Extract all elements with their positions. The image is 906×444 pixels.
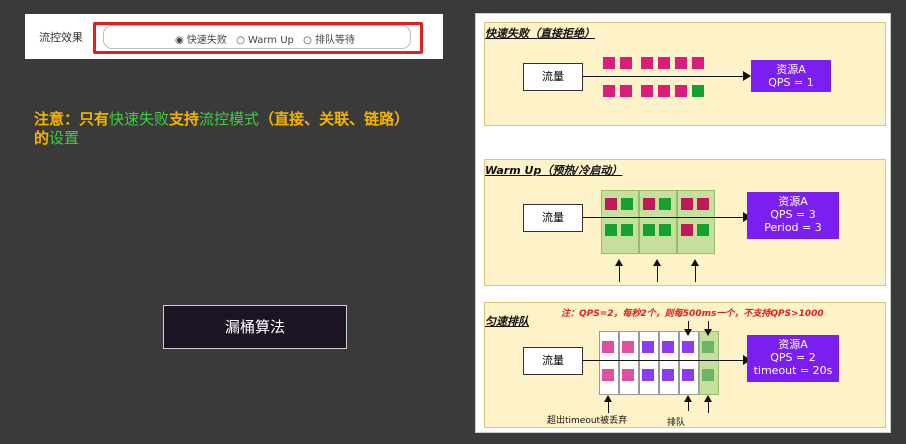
- request-square: [620, 57, 632, 69]
- radio-warm-up[interactable]: ○ Warm Up: [236, 35, 294, 46]
- passed-square: [605, 224, 617, 236]
- arrow-up-line: [608, 401, 609, 413]
- warm-up-title: Warm Up（预热/冷启动）: [485, 164, 623, 177]
- arrow-up-line: [688, 401, 689, 411]
- request-square: [622, 369, 634, 381]
- request-square: [675, 85, 687, 97]
- request-square: [605, 198, 617, 210]
- request-square: [603, 57, 615, 69]
- leaky-bucket-button[interactable]: 漏桶算法: [163, 305, 347, 349]
- fast-fail-title: 快速失败（直接拒绝）: [485, 27, 595, 40]
- arrow-up-icon: [604, 395, 612, 402]
- passed-square: [621, 224, 633, 236]
- arrow-line: [583, 360, 743, 361]
- flow-effect-label: 流控效果: [39, 31, 83, 44]
- queue-section: 匀速排队 注：QPS=2，每秒2个，则每500ms一个，不支持QPS>1000 …: [484, 302, 886, 428]
- arrow-down-icon: [684, 329, 692, 336]
- arrow-line: [583, 217, 743, 218]
- radio-queue[interactable]: ○ 排队等待: [303, 35, 355, 46]
- radio-fast-fail[interactable]: ◉ 快速失败: [175, 35, 227, 46]
- passed-square: [659, 198, 671, 210]
- request-square: [622, 341, 634, 353]
- passed-square: [643, 224, 655, 236]
- request-square: [641, 57, 653, 69]
- arrow-down-line: [708, 321, 709, 331]
- arrow-up-icon: [704, 395, 712, 402]
- request-square: [681, 198, 693, 210]
- request-square: [602, 369, 614, 381]
- radio-options: ◉ 快速失败 ○ Warm Up ○ 排队等待: [175, 31, 361, 46]
- passed-square: [659, 224, 671, 236]
- queued-square: [682, 341, 694, 353]
- request-square: [603, 85, 615, 97]
- request-square: [602, 341, 614, 353]
- queued-square: [662, 341, 674, 353]
- arrow-up-icon: [653, 259, 661, 266]
- passed-square: [702, 369, 714, 381]
- request-square: [681, 224, 693, 236]
- arrow-down-line: [688, 321, 689, 331]
- highlight-box: [93, 22, 423, 54]
- request-square: [643, 198, 655, 210]
- resource-box: 资源A QPS = 3 Period = 3: [747, 192, 839, 239]
- queued-square: [642, 341, 654, 353]
- request-square: [675, 57, 687, 69]
- request-square: [620, 85, 632, 97]
- arrow-up-line: [657, 265, 658, 282]
- arrow-down-icon: [704, 329, 712, 336]
- passed-square: [692, 85, 704, 97]
- arrow-up-line: [708, 401, 709, 413]
- resource-box: 资源A QPS = 2 timeout = 20s: [747, 335, 839, 382]
- arrow-head-icon: [743, 71, 751, 81]
- arrow-up-line: [619, 265, 620, 282]
- flow-control-diagram: 快速失败（直接拒绝） 流量 资源A QPS = 1 Warm Up（预热/冷启动…: [475, 13, 891, 433]
- arrow-up-icon: [615, 259, 623, 266]
- arrow-up-icon: [691, 259, 699, 266]
- arrow-up-line: [695, 265, 696, 282]
- queue-note: 注：QPS=2，每秒2个，则每500ms一个，不支持QPS>1000: [561, 309, 824, 319]
- radio-group: [103, 25, 411, 49]
- request-square: [658, 85, 670, 97]
- arrow-line: [583, 76, 743, 77]
- note-text: 注意：只有快速失败支持流控模式（直接、关联、链路）的设置: [34, 110, 402, 147]
- request-square: [697, 198, 709, 210]
- resource-box: 资源A QPS = 1: [751, 60, 831, 92]
- passed-square: [697, 224, 709, 236]
- request-square: [658, 57, 670, 69]
- passed-square: [621, 198, 633, 210]
- queued-square: [642, 369, 654, 381]
- queue-title: 匀速排队: [485, 315, 529, 328]
- queued-square: [682, 369, 694, 381]
- request-square: [641, 85, 653, 97]
- traffic-box: 流量: [523, 204, 583, 232]
- traffic-box: 流量: [523, 63, 583, 91]
- queued-square: [662, 369, 674, 381]
- flow-effect-setting: 流控效果 ◉ 快速失败 ○ Warm Up ○ 排队等待: [25, 14, 443, 59]
- traffic-box: 流量: [523, 347, 583, 375]
- fast-fail-section: 快速失败（直接拒绝） 流量 资源A QPS = 1: [484, 22, 886, 126]
- queue-caption: 排队: [667, 418, 686, 428]
- drop-caption: 超出timeout被丢弃: [547, 416, 628, 426]
- arrow-up-icon: [684, 395, 692, 402]
- warm-up-section: Warm Up（预热/冷启动） 流量 资源A QPS = 3 Period = …: [484, 159, 886, 286]
- passed-square: [702, 341, 714, 353]
- request-square: [692, 57, 704, 69]
